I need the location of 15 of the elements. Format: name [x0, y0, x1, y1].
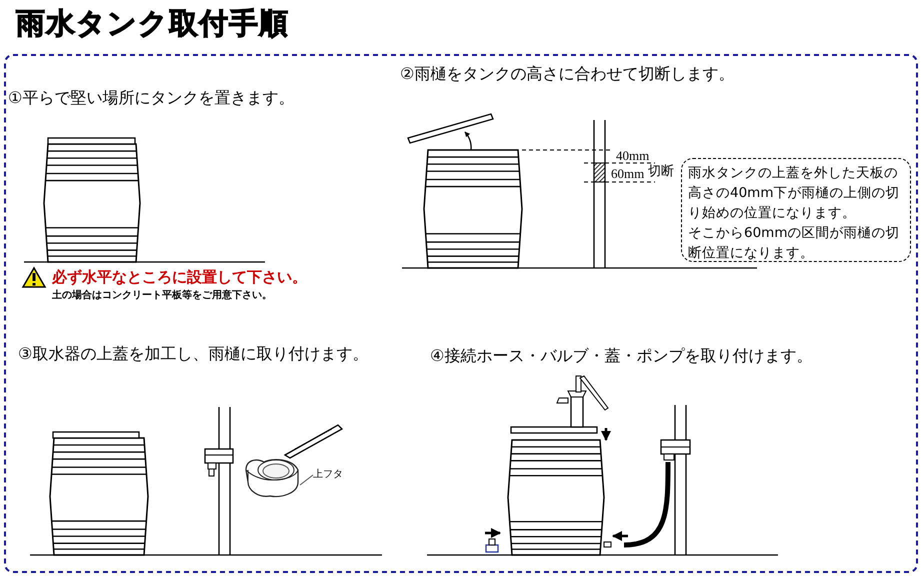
callout-box	[681, 158, 911, 262]
warning-text: 必ず水平なところに設置して下さい。	[52, 268, 307, 286]
cut-label: 切断	[648, 164, 674, 180]
dimension-label: 60mm	[611, 166, 644, 182]
step-text: ③取水器の上蓋を加工し、雨樋に取り付けます。	[18, 344, 368, 364]
callout-text: 雨水タンクの上蓋を外した天板の高さの40mm下が雨樋の上側の切り始めの位置になります。	[688, 164, 900, 223]
step-text: ①平らで堅い場所にタンクを置きます。	[8, 88, 294, 108]
title: 雨水タンク取付手順	[16, 6, 289, 41]
dimension-label: 40mm	[616, 148, 650, 164]
note-text: 土の場合はコンクリート平板等をご用意下さい。	[52, 290, 272, 302]
part-label-text: 上フタ	[313, 468, 343, 482]
step-text: ②雨樋をタンクの高さに合わせて切断します。	[400, 64, 734, 84]
step-text: ④接続ホース・バルブ・蓋・ポンプを取り付けます。	[430, 346, 812, 366]
leader-line	[300, 474, 314, 486]
callout-text: そこから60mmの区間が雨樋の切断位置になります。	[688, 224, 900, 263]
